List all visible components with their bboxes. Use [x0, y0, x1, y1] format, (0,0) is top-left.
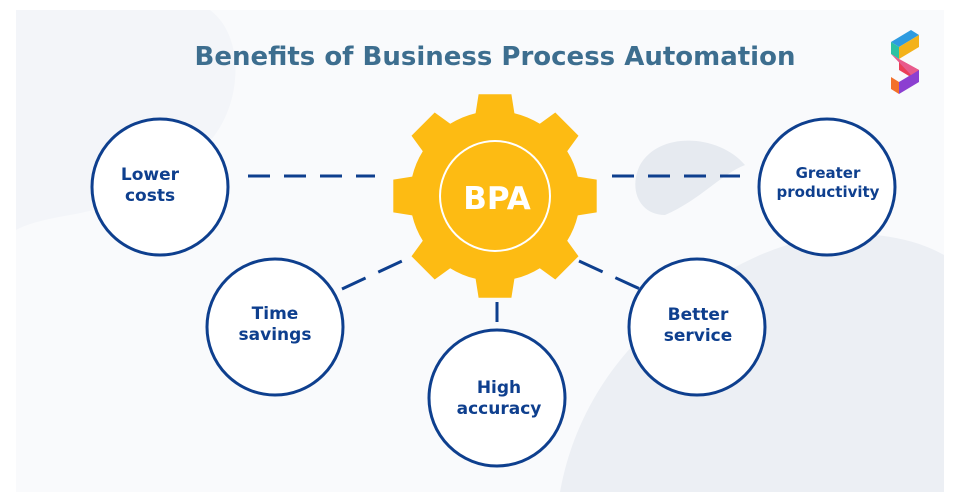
node-label-greater-productivity: Greater productivity	[757, 164, 899, 202]
node-line: Time	[251, 304, 299, 324]
benefit-circle-time-savings	[205, 257, 345, 397]
connectors	[248, 174, 740, 322]
node-line: High	[476, 378, 522, 398]
logo-segment	[899, 70, 919, 94]
background-blob	[635, 140, 745, 215]
connector-time-savings	[341, 259, 403, 291]
node-line: Better	[667, 305, 729, 325]
benefit-circle-high-accuracy	[427, 328, 567, 468]
logo-segment	[899, 35, 919, 59]
node-line: productivity	[776, 182, 880, 201]
gear-icon	[393, 94, 597, 298]
node-label-time-savings: Time savings	[215, 304, 335, 347]
benefit-circle-lower-costs	[90, 117, 230, 257]
gear-hub	[441, 142, 549, 250]
logo-segment	[891, 54, 919, 75]
benefit-circle-better-service	[627, 257, 767, 397]
node-line: Lower	[120, 165, 180, 185]
node-line: costs	[124, 186, 176, 207]
node-label-lower-costs: Lower costs	[100, 165, 200, 208]
benefit-circle-greater-productivity	[757, 117, 897, 257]
logo-segment	[891, 30, 919, 47]
page-title: Benefits of Business Process Automation	[194, 42, 796, 72]
logo-segment	[891, 42, 899, 59]
logo-segment	[891, 77, 899, 94]
node-label-better-service: Better service	[638, 305, 758, 348]
benefit-circles	[90, 117, 897, 468]
node-label-high-accuracy: High accuracy	[436, 378, 562, 421]
connector-better-service	[578, 259, 641, 291]
center-label: BPA	[463, 181, 531, 217]
node-line: service	[663, 326, 733, 347]
s-logo-icon	[891, 30, 919, 94]
node-line: accuracy	[456, 399, 542, 420]
node-line: savings	[238, 325, 312, 346]
node-line: Greater	[795, 164, 861, 182]
background-blob	[16, 10, 236, 230]
